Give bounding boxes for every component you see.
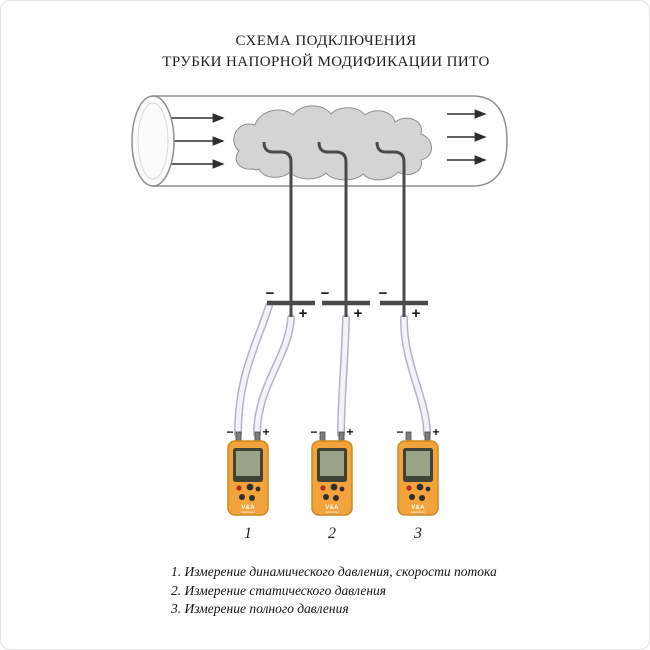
pitot-probe-2: − + xyxy=(317,141,370,322)
meter-number: 3 xyxy=(413,525,422,542)
unit-button xyxy=(249,495,255,501)
probe-tube xyxy=(375,141,406,317)
probe-plus-label: + xyxy=(354,305,363,322)
meter-plus-label: + xyxy=(432,425,439,439)
meter-minus-label: − xyxy=(226,425,233,439)
probe-tube xyxy=(262,141,293,317)
power-button xyxy=(406,485,412,491)
meter-number: 2 xyxy=(328,525,336,542)
meter-model-line xyxy=(325,511,339,513)
pipe-open-end-inner xyxy=(137,102,169,180)
mode-button xyxy=(255,486,261,492)
meter-number: 1 xyxy=(244,525,252,542)
meter-screen xyxy=(406,451,430,476)
pitot-probe-3: − + xyxy=(375,141,428,322)
meter-model-line xyxy=(411,511,425,513)
duct-pipe xyxy=(131,95,508,187)
hose-probe2 xyxy=(337,314,350,438)
meter-plus-label: + xyxy=(346,425,353,439)
legend-item-3: 3. Измерение полного давления xyxy=(171,601,349,616)
legend: 1. Измерение динамического давления, ско… xyxy=(171,563,497,619)
meter-buttons xyxy=(406,483,431,501)
legend-item-1: 1. Измерение динамического давления, ско… xyxy=(171,564,497,579)
flow-arrows-right xyxy=(447,109,487,165)
hold-button xyxy=(409,494,415,500)
unit-button xyxy=(419,495,425,501)
meter-brand: V&A xyxy=(241,505,255,511)
hold-button xyxy=(239,494,245,500)
mode-button xyxy=(339,486,345,492)
power-button xyxy=(236,485,242,491)
unit-button xyxy=(333,495,339,501)
probe-minus-label: − xyxy=(379,285,388,302)
diagram-title: СХЕМА ПОДКЛЮЧЕНИЯ ТРУБКИ НАПОРНОЙ МОДИФИ… xyxy=(1,31,649,73)
meter-buttons xyxy=(320,483,345,501)
meter-brand: V&A xyxy=(411,505,425,511)
hose-probe1-plus xyxy=(253,314,295,438)
probe-minus-label: − xyxy=(321,285,330,302)
manometer-3: − + V&A 3 xyxy=(396,425,439,542)
hose-probe3 xyxy=(399,314,431,438)
meter-screen xyxy=(320,451,344,476)
probe-minus-label: − xyxy=(266,285,275,302)
meter-screen xyxy=(236,451,260,476)
manometer-2: − + V&A 2 xyxy=(310,425,353,542)
probe-tube xyxy=(317,141,348,317)
meter-buttons xyxy=(236,483,261,501)
hose-probe1-minus xyxy=(234,302,273,438)
legend-item-2: 2. Измерение статического давления xyxy=(171,582,387,598)
meter-minus-label: − xyxy=(396,425,403,439)
diagram-title-line2: ТРУБКИ НАПОРНОЙ МОДИФИКАЦИИ ПИТО xyxy=(162,54,490,70)
meter-model-line xyxy=(241,511,255,513)
power-button xyxy=(320,485,326,491)
pitot-probe-1: − + xyxy=(262,141,315,322)
meter-plus-label: + xyxy=(262,425,269,439)
flow-arrows-left xyxy=(168,113,225,169)
probe-plus-label: + xyxy=(412,305,421,322)
meter-minus-label: − xyxy=(310,425,317,439)
nav-button xyxy=(246,483,254,491)
flow-cloud xyxy=(233,105,432,181)
hoses xyxy=(234,302,431,438)
nav-button xyxy=(330,483,338,491)
nav-button xyxy=(416,483,424,491)
meter-brand: V&A xyxy=(325,505,339,511)
hold-button xyxy=(323,494,329,500)
diagram-title-line1: СХЕМА ПОДКЛЮЧЕНИЯ xyxy=(235,33,417,49)
probe-plus-label: + xyxy=(299,305,308,322)
manometer-1: − + V&A 1 xyxy=(226,425,269,542)
pipe-open-end xyxy=(131,95,175,187)
mode-button xyxy=(425,486,431,492)
